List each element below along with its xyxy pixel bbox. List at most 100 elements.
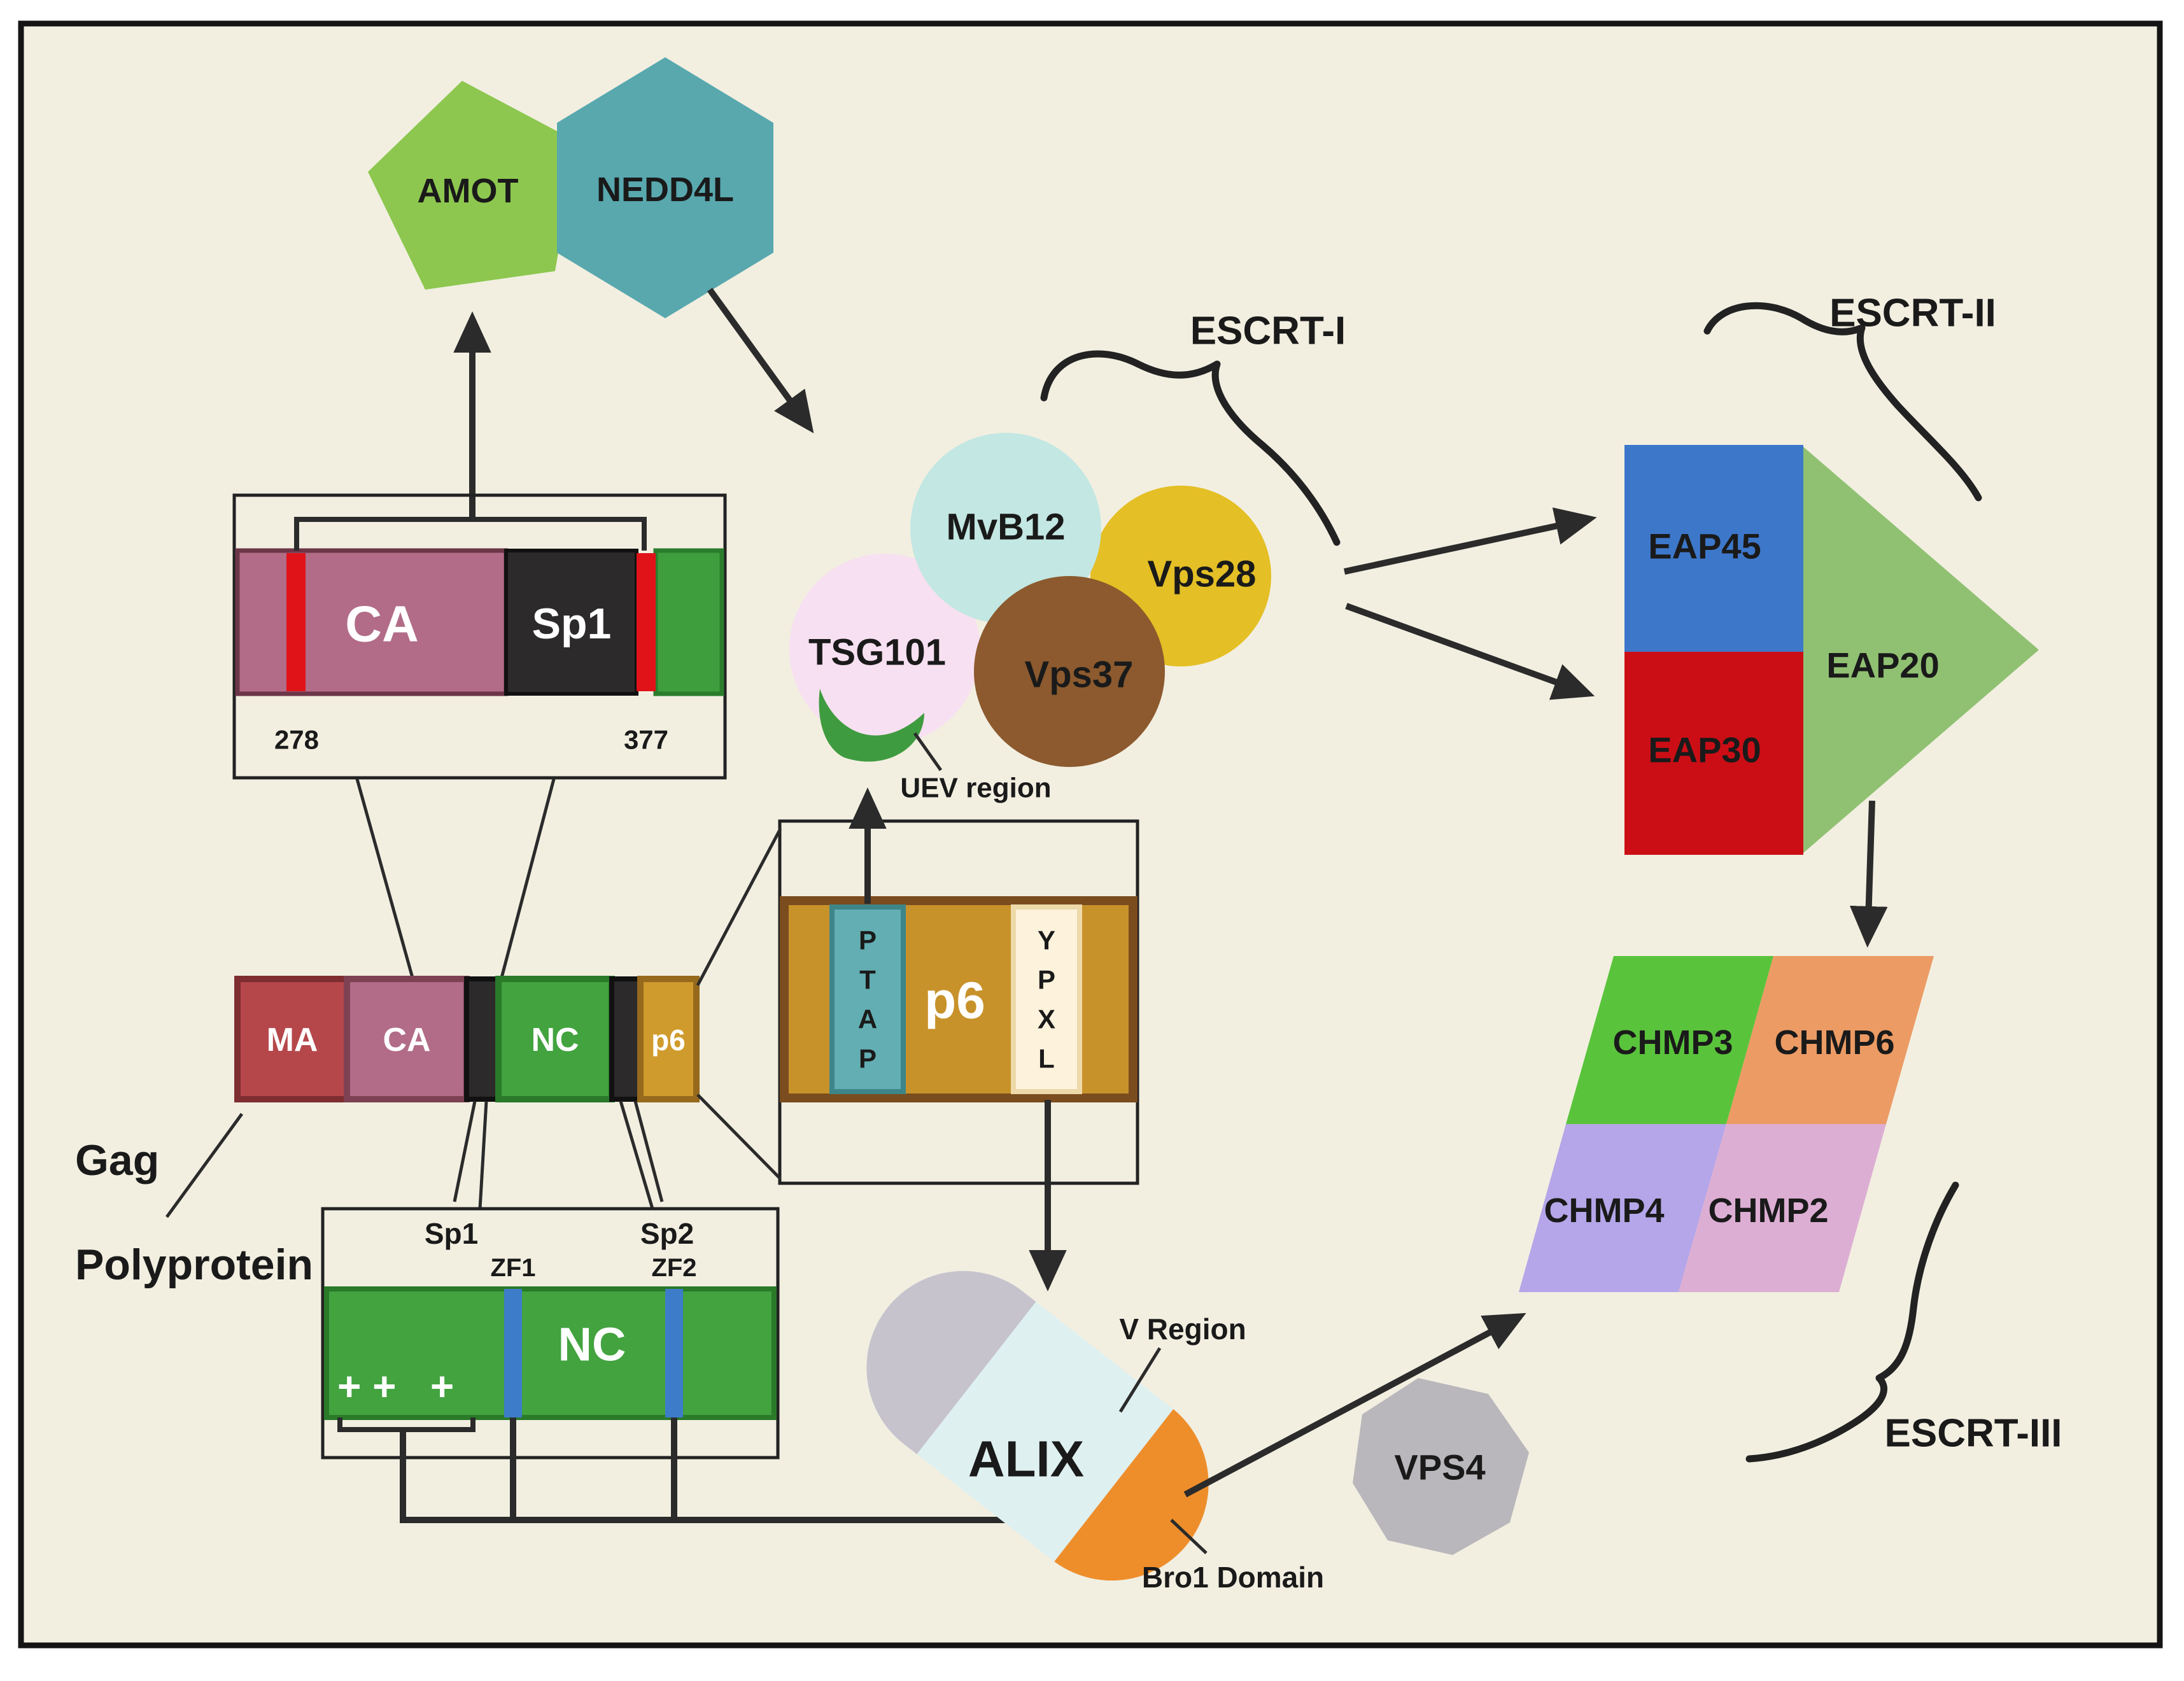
zf2-label: ZF2	[651, 1254, 696, 1282]
nc-charge-bracket	[337, 1417, 476, 1432]
escrt1-label: ESCRT-I	[1190, 309, 1346, 353]
vps28-label: Vps28	[1148, 554, 1257, 595]
nc-zoom-nc-label: NC	[558, 1318, 626, 1371]
gag-sp1	[464, 976, 501, 1102]
chmp4-quad	[1519, 1124, 1726, 1292]
uev-region-label: UEV region	[900, 773, 1051, 804]
alix-gray-segment	[828, 1232, 1036, 1454]
alix-bro1-segment	[1054, 1409, 1248, 1620]
amot-pentagon	[368, 81, 577, 290]
zf1-stripe	[504, 1289, 522, 1417]
v-region-label: V Region	[1119, 1312, 1246, 1346]
gag-title-line2: Polyprotein	[75, 1241, 313, 1289]
p6-callout-line-top	[696, 827, 782, 987]
chmp3-quad	[1566, 956, 1773, 1124]
vps37-circle	[974, 576, 1165, 767]
gag-ma-label: MA	[267, 1022, 318, 1059]
sp1-pointer-line	[453, 1101, 477, 1202]
nc-zoom-box	[321, 1207, 780, 1459]
sp2-callout-line	[619, 1101, 654, 1209]
ca-callout-line-left	[355, 778, 414, 978]
arrow-escrt1-to-eap30	[1345, 603, 1595, 700]
escrt2-brace	[1703, 302, 1982, 502]
gag-title-line1: Gag	[75, 1136, 159, 1185]
arrow-escrt1-to-eap45	[1343, 507, 1597, 575]
ca-zoom-stripe-377	[637, 553, 656, 691]
ypxl-letter-1: Y	[1038, 925, 1055, 955]
arrow-eap20-to-escrt3	[1849, 800, 1888, 948]
arrow-alix-to-escrt3	[1183, 1312, 1526, 1498]
vps4-octagon	[1353, 1378, 1529, 1555]
ptap-letter-3: A	[858, 1004, 877, 1034]
ptap-motif	[829, 904, 906, 1094]
bro1-domain-label: Bro1 Domain	[1142, 1561, 1324, 1594]
ca-zoom-bar-sp1	[504, 549, 638, 696]
mvb12-label: MvB12	[947, 507, 1066, 548]
vps37-label: Vps37	[1025, 654, 1134, 696]
eap30-rect	[1624, 652, 1803, 855]
ca-zoom-end-residue: 377	[624, 725, 668, 755]
ca-zoom-ca-label: CA	[345, 596, 419, 652]
ypxl-letter-2: P	[1038, 965, 1055, 995]
ptap-letter-4: P	[859, 1044, 877, 1074]
escrt2-label: ESCRT-II	[1829, 292, 1996, 335]
amot-label: AMOT	[418, 172, 519, 210]
chmp2-quad	[1679, 1124, 1886, 1292]
ca-zoom-bracket	[294, 517, 647, 551]
chmp3-label: CHMP3	[1612, 1023, 1733, 1062]
sp1-callout-line	[478, 1101, 488, 1209]
ca-zoom-bar-nc	[653, 548, 724, 696]
uev-crescent	[819, 689, 924, 762]
eap20-triangle	[1803, 447, 2039, 853]
uev-pointer-line	[913, 732, 943, 771]
escrt3-label: ESCRT-III	[1884, 1412, 2062, 1456]
ypxl-motif	[1011, 904, 1082, 1094]
nedd4l-label: NEDD4L	[596, 171, 734, 209]
eap20-label: EAP20	[1826, 645, 1939, 686]
eap45-rect	[1624, 445, 1803, 652]
ypxl-letter-4: L	[1038, 1044, 1055, 1074]
escrt3-brace	[1745, 1181, 1959, 1463]
gag-title-pointer-line	[165, 1113, 244, 1218]
zf1-label: ZF1	[490, 1254, 535, 1282]
gag-p6-label: p6	[651, 1023, 686, 1057]
mvb12-circle	[910, 433, 1101, 624]
chmp6-label: CHMP6	[1774, 1023, 1894, 1062]
gag-ca-label: CA	[383, 1022, 430, 1059]
nc-zoom-charges: + + +	[337, 1363, 454, 1409]
nc-zoom-bar	[324, 1286, 777, 1420]
ypxl-letter-3: X	[1038, 1004, 1055, 1034]
sp1-label: Sp1	[425, 1217, 478, 1250]
p6-zoom-p6-label: p6	[924, 972, 985, 1030]
ca-zoom-sp1-label: Sp1	[532, 600, 612, 648]
gag-p6	[637, 976, 700, 1102]
chmp6-quad	[1726, 956, 1934, 1124]
arrow-nedd4l-to-escrt1	[707, 288, 814, 433]
chmp4-label: CHMP4	[1544, 1192, 1664, 1230]
alix-label: ALIX	[968, 1431, 1084, 1488]
bro1-pointer-line	[1170, 1519, 1208, 1554]
zf2-stripe	[665, 1289, 683, 1417]
ca-zoom-box	[232, 493, 727, 780]
v-region-pointer-line	[1118, 1347, 1162, 1413]
eap30-label: EAP30	[1648, 730, 1761, 770]
alix-capsule	[828, 1232, 1248, 1620]
ptap-letter-1: P	[859, 925, 877, 955]
nedd4l-hexagon	[557, 57, 773, 318]
sp2-label: Sp2	[640, 1217, 694, 1250]
gag-nc-label: NC	[531, 1022, 579, 1059]
ca-zoom-bar-ca	[235, 548, 509, 696]
p6-callout-line-bottom	[696, 1094, 782, 1180]
gag-sp2	[609, 976, 643, 1102]
ca-zoom-stripe-278	[286, 553, 306, 691]
ptap-letter-2: T	[859, 965, 876, 995]
chmp2-label: CHMP2	[1708, 1192, 1828, 1230]
tsg101-circle	[789, 554, 980, 745]
vps4-label: VPS4	[1394, 1447, 1485, 1488]
sp2-pointer-line	[633, 1101, 664, 1202]
escrt1-brace	[1040, 350, 1341, 546]
tsg101-label: TSG101	[808, 632, 946, 673]
ca-zoom-start-residue: 278	[274, 725, 319, 755]
ca-callout-line-right	[500, 778, 556, 978]
